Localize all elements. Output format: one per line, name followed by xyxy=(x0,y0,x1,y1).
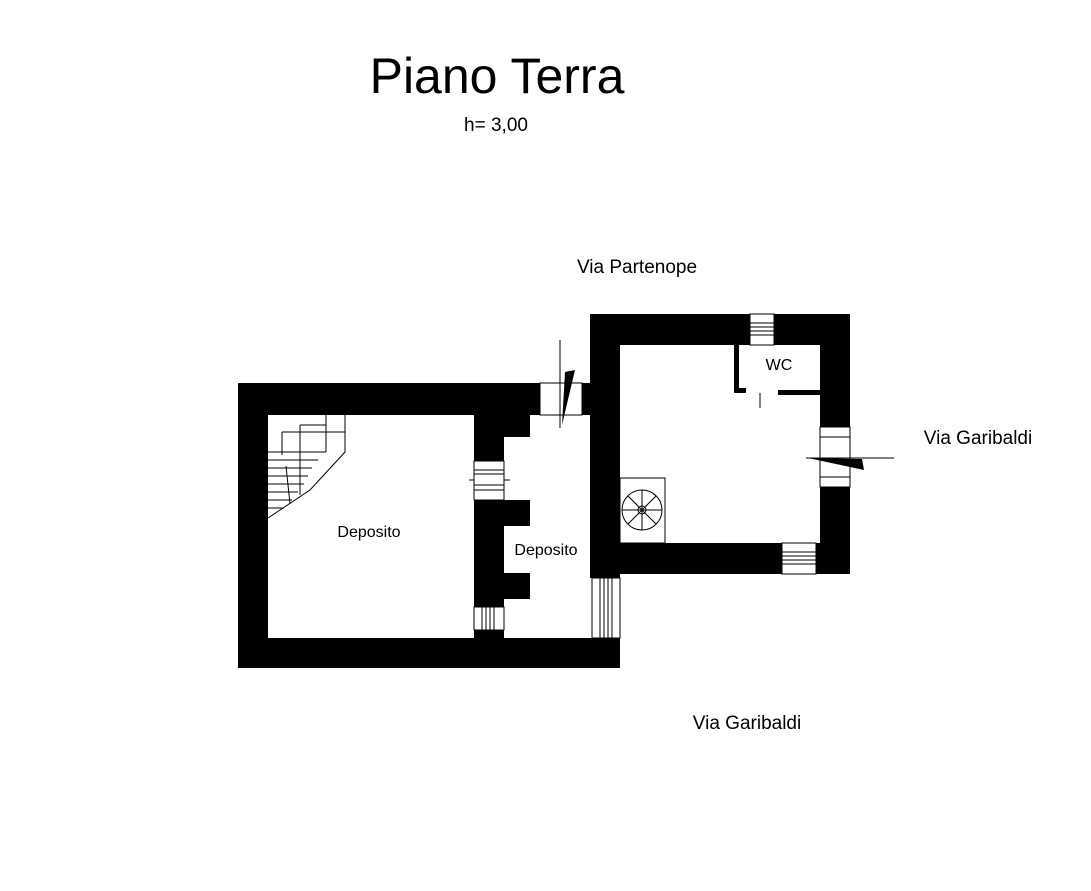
entrance-door-east xyxy=(806,426,894,488)
street-label-south: Via Garibaldi xyxy=(693,713,801,734)
height-note: h= 3,00 xyxy=(464,115,528,136)
left-block-walls xyxy=(238,383,620,668)
room-label-wc: WC xyxy=(766,357,793,374)
window-center-lower xyxy=(591,577,621,639)
wc-partitions xyxy=(734,345,820,408)
spiral-stair xyxy=(619,477,666,544)
window-bottom-right xyxy=(781,542,817,575)
stair-left xyxy=(267,415,346,519)
right-block-walls xyxy=(590,314,850,578)
internal-opening-left xyxy=(469,460,510,501)
window-top-right xyxy=(749,313,775,346)
room-label-deposito-left: Deposito xyxy=(337,524,400,541)
street-label-north: Via Partenope xyxy=(577,257,697,278)
window-center-bottom xyxy=(473,606,505,631)
entrance-door-north xyxy=(539,340,583,428)
plan-title: Piano Terra xyxy=(370,48,625,104)
room-label-deposito-center: Deposito xyxy=(514,542,577,559)
street-label-east: Via Garibaldi xyxy=(924,428,1032,449)
